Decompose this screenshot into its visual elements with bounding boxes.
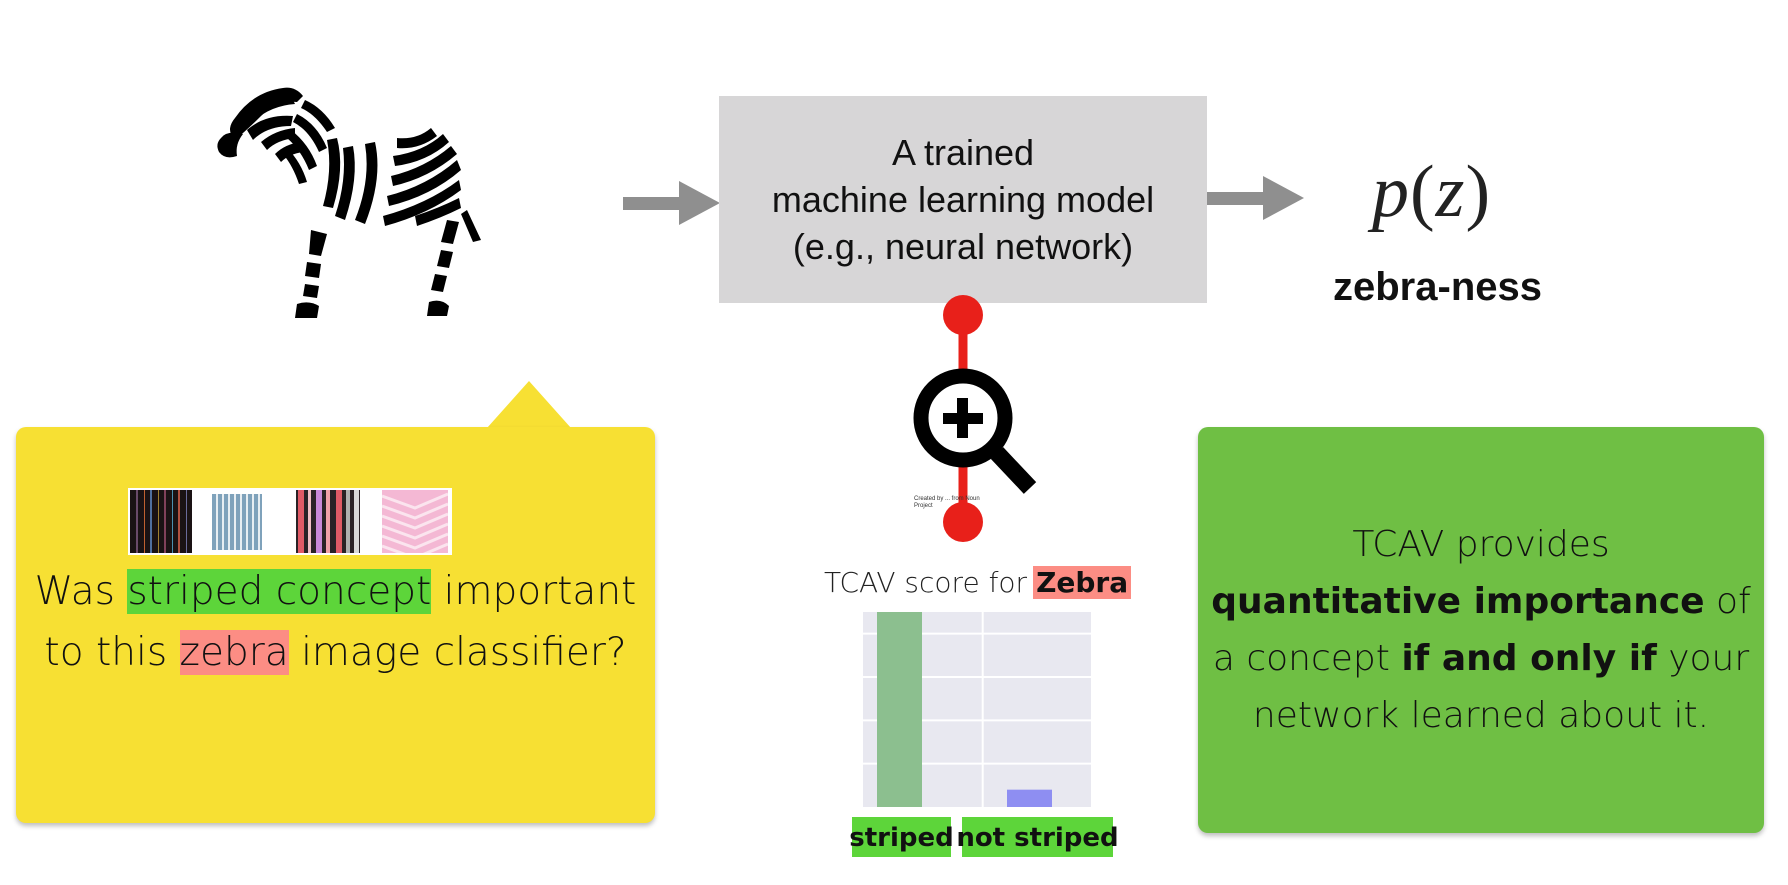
concept-image-dark-stripes xyxy=(130,490,192,553)
summary-bold: quantitative importance xyxy=(1211,581,1705,622)
concept-highlight: striped concept xyxy=(127,569,432,614)
probe-dot-top xyxy=(943,295,983,335)
question-text-fragment: to this xyxy=(44,630,180,675)
question-line-1: Was striped concept important xyxy=(16,561,655,622)
x-label-highlight xyxy=(852,817,951,857)
summary-line-3: a concept if and only if your xyxy=(1213,630,1749,687)
icon-credit: Created by ... from Noun Project xyxy=(914,496,980,509)
summary-text: your xyxy=(1656,638,1750,679)
bar-striped xyxy=(877,612,922,807)
model-box-line: (e.g., neural network) xyxy=(792,226,1134,267)
zoom-in-magnifier-icon xyxy=(913,368,1037,494)
chart-title-class: Zebra xyxy=(1033,566,1132,599)
summary-line-4: network learned about it. xyxy=(1252,695,1710,736)
question-text-fragment: important xyxy=(431,569,637,614)
probe-dot-bottom xyxy=(943,502,983,542)
concept-image-pink-black-stripes xyxy=(296,490,360,553)
x-label-highlight xyxy=(962,817,1113,857)
output-formula: p(z) xyxy=(1372,150,1491,235)
arrow-to-output xyxy=(1207,176,1304,220)
output-label: zebra-ness xyxy=(1333,265,1542,309)
summary-box: TCAV provides quantitative importance of… xyxy=(1198,427,1764,833)
question-line-2: to this zebra image classifier? xyxy=(16,622,655,683)
concept-image-pink-chevrons xyxy=(382,490,448,553)
model-box-line: A trained xyxy=(891,132,1035,173)
bar-not-striped xyxy=(1007,789,1052,807)
summary-line-2: quantitative importance of xyxy=(1211,573,1751,630)
formula-close-paren: ) xyxy=(1465,151,1492,233)
concept-image-blue-stripes xyxy=(196,490,278,553)
formula-function: p xyxy=(1372,151,1410,233)
class-highlight: zebra xyxy=(179,630,289,675)
formula-argument: z xyxy=(1435,151,1466,233)
question-text: Was striped concept important to this ze… xyxy=(16,561,655,683)
probe-connector xyxy=(913,295,1037,542)
x-tick-label: not striped xyxy=(956,823,1118,853)
callout-pointer xyxy=(487,381,571,428)
model-box: A trained machine learning model (e.g., … xyxy=(719,96,1207,303)
question-text-fragment: image classifier? xyxy=(288,630,627,675)
summary-bold: if and only if xyxy=(1401,638,1657,679)
arrow-to-model xyxy=(623,181,720,225)
summary-text: a concept xyxy=(1212,638,1402,679)
zebra-image xyxy=(217,87,481,318)
concept-examples xyxy=(128,488,452,555)
x-tick-label: striped xyxy=(849,823,954,853)
formula-open-paren: ( xyxy=(1410,151,1436,233)
question-text-fragment: Was xyxy=(34,569,128,614)
chart-title-text: TCAV score for xyxy=(824,566,1028,599)
model-box-line: machine learning model xyxy=(771,179,1155,220)
summary-line-1: TCAV provides xyxy=(1352,524,1610,565)
summary-text: of xyxy=(1704,581,1751,622)
